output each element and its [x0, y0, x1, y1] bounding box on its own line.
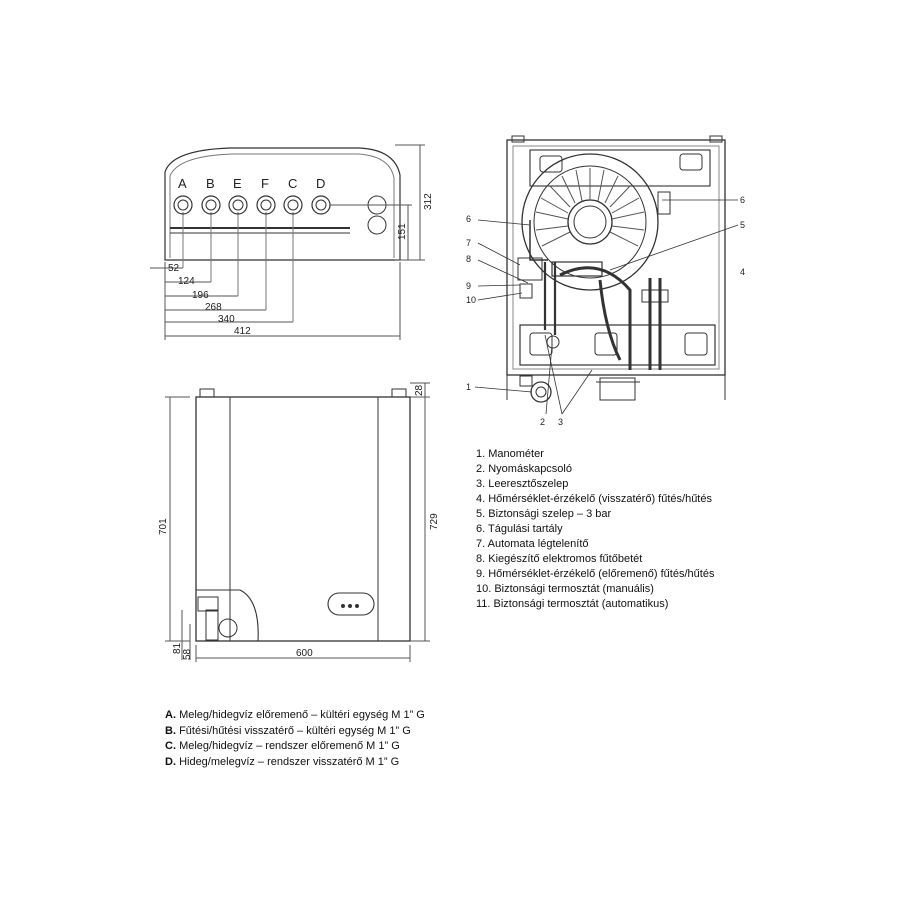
legend-item-auto-thermostat: 11. Biztonsági termosztát (automatikus)	[476, 598, 669, 610]
callout-leaders	[474, 199, 739, 415]
callout-7: 6	[466, 214, 471, 224]
legend-item-air-vent: 7. Automata légtelenítő	[476, 538, 589, 550]
top-view	[150, 144, 425, 340]
dim-124: 124	[178, 276, 195, 287]
legend-item-safety-valve: 5. Biztonsági szelep – 3 bar	[476, 508, 612, 520]
dim-340: 340	[218, 314, 235, 325]
callout-4: 4	[740, 267, 745, 277]
connection-legend: A. Meleg/hidegvíz előremenő – kültéri eg…	[165, 708, 425, 770]
legend-item-manometer: 1. Manométer	[476, 448, 544, 460]
dim-151: 151	[397, 223, 408, 240]
dim-600: 600	[296, 648, 313, 659]
parts-legend: 1. Manométer 2. Nyomáskapcsoló 3. Leeres…	[476, 447, 714, 612]
connection-label-f: F	[261, 176, 269, 191]
callout-3: 3	[558, 417, 563, 427]
dim-58: 58	[182, 648, 193, 660]
connection-b	[201, 195, 221, 215]
connection-label-c: C	[288, 176, 297, 191]
callout-10: 9	[466, 281, 471, 291]
front-view	[165, 382, 430, 662]
dim-52: 52	[168, 263, 180, 274]
connection-legend-c: C. Meleg/hidegvíz – rendszer előremenő M…	[165, 739, 425, 755]
connection-legend-key: C.	[165, 740, 176, 752]
legend-item-electric-heater: 8. Kiegészítő elektromos fűtőbetét	[476, 553, 643, 565]
connection-e	[228, 195, 248, 215]
connection-legend-text: Meleg/hidegvíz előremenő – kültéri egysé…	[179, 709, 425, 721]
callout-6-visible: 6	[740, 195, 745, 205]
connection-a	[173, 195, 193, 215]
dim-81: 81	[172, 642, 183, 654]
callout-1: 1	[466, 382, 471, 392]
dim-196: 196	[192, 290, 209, 301]
dim-412: 412	[234, 326, 251, 337]
dim-28: 28	[414, 384, 425, 396]
dim-701: 701	[158, 518, 169, 535]
connection-label-e: E	[233, 176, 242, 191]
connection-c	[283, 195, 303, 215]
callout-3-second: 3	[570, 417, 575, 427]
connection-legend-b: B. Fűtési/hűtési visszatérő – kültéri eg…	[165, 724, 425, 740]
legend-item-flow-sensor: 9. Hőmérséklet-érzékelő (előremenő) fűté…	[476, 568, 715, 580]
legend-item-expansion-tank: 6. Tágulási tartály	[476, 523, 563, 535]
connection-legend-d: D. Hideg/melegvíz – rendszer visszatérő …	[165, 755, 425, 771]
dim-268: 268	[205, 302, 222, 313]
connection-legend-key: B.	[165, 724, 176, 737]
internal-view	[506, 135, 726, 403]
callout-2: 2	[540, 417, 545, 427]
legend-item-return-sensor: 4. Hőmérséklet-érzékelő (visszatérő) fűt…	[476, 493, 712, 505]
legend-item-drain-valve: 3. Leeresztőszelep	[476, 478, 569, 490]
callout-8: 7	[466, 238, 471, 248]
callout-11: 10	[466, 295, 476, 305]
callout-9: 8	[466, 254, 471, 264]
callout-5: 5	[740, 220, 745, 230]
connection-d	[311, 195, 331, 215]
connection-legend-text: Meleg/hidegvíz – rendszer előremenő M 1”…	[179, 740, 400, 752]
connection-f	[256, 195, 276, 215]
dim-312: 312	[423, 193, 434, 210]
connection-legend-a: A. Meleg/hidegvíz előremenő – kültéri eg…	[165, 708, 425, 724]
connection-label-d: D	[316, 176, 325, 191]
connection-legend-text: Hideg/melegvíz – rendszer visszatérő M 1…	[179, 755, 400, 768]
legend-item-manual-thermostat: 10. Biztonsági termosztát (manuális)	[476, 583, 654, 595]
dim-729: 729	[429, 513, 440, 530]
connection-legend-text: Fűtési/hűtési visszatérő – kültéri egysé…	[179, 724, 411, 737]
connection-legend-key: D.	[165, 755, 176, 768]
connection-legend-key: A.	[165, 709, 176, 721]
connection-label-a: A	[178, 176, 187, 191]
connection-label-b: B	[206, 176, 215, 191]
legend-item-pressure-switch: 2. Nyomáskapcsoló	[476, 463, 572, 475]
